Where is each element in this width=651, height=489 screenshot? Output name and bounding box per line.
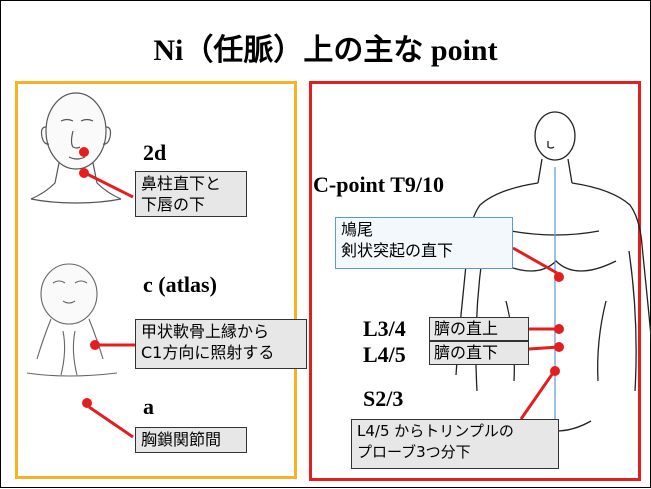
head-front-illustration [30,92,122,204]
callout-c-atlas: 甲状軟骨上縁から C1方向に照射する [135,319,307,369]
marker-a [82,398,92,408]
callout-a: 胸鎖関節間 [135,427,247,453]
marker-s2-3 [550,366,560,376]
label-c-atlas: c (atlas) [143,272,217,297]
label-l3-4: L3/4 [363,316,406,341]
callout-l3-4: 臍の直上 [429,317,529,341]
head-neck-panel [15,81,297,479]
marker-2d-lower [79,168,89,178]
callout-2d: 鼻柱直下と 下唇の下 [135,171,247,217]
marker-2d-upper [79,147,89,157]
point-markers [79,147,564,408]
callout-c-point: 鳩尾 剣状突起の直下 [335,217,513,269]
torso-panel [309,81,641,481]
slide-title: Ni（任脈）上の主な point [153,34,498,67]
marker-l4-5 [554,342,564,352]
callout-l4-5: 臍の直下 [429,341,529,365]
label-l4-5: L4/5 [363,342,406,367]
label-s2-3: S2/3 [363,386,404,411]
callout-s2-3: L4/5 からトリンプルの プローブ3つ分下 [351,419,559,469]
label-a: a [143,394,154,419]
marker-c [90,340,100,350]
label-2d: 2d [143,140,167,165]
marker-c-point [554,272,564,282]
label-c-point: C-point T9/10 [313,172,445,197]
marker-l3-4 [554,324,564,334]
head-tilted-illustration [26,263,118,377]
